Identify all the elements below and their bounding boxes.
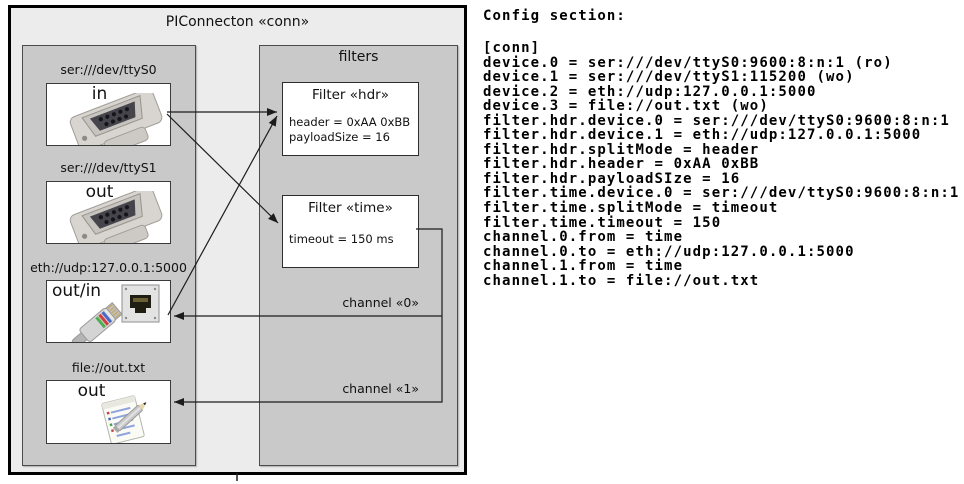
filter-time-attributes: timeout = 150 ms <box>289 232 418 247</box>
db9-serial-connector-icon <box>69 191 163 243</box>
ethernet-rj45-icon <box>71 302 123 342</box>
device-direction: in <box>91 84 108 104</box>
device-box-ttys0: in <box>46 83 171 146</box>
config-line: device.3 = file://out.txt (wo) <box>483 98 769 115</box>
config-lines: [conn]device.0 = ser:///dev/ttyS0:9600:8… <box>483 41 961 288</box>
notepad-pencil-icon <box>101 395 147 443</box>
config-line: [conn] <box>483 40 541 56</box>
filter-hdr-box: Filter «hdr» header = 0xAA 0xBB payloadS… <box>282 82 419 156</box>
filter-time-box: Filter «time» timeout = 150 ms <box>282 195 419 268</box>
device-box-file: out <box>46 380 171 444</box>
config-line: filter.hdr.header = 0xAA 0xBB <box>483 156 760 173</box>
filter-time-title: Filter «time» <box>308 200 393 216</box>
config-section: Config section: [conn]device.0 = ser:///… <box>483 9 961 288</box>
config-line: device.0 = ser:///dev/ttyS0:9600:8:n:1 (… <box>483 54 893 71</box>
diagram-title: PIConnecton «conn» <box>165 14 310 30</box>
device-url-file: file://out.txt <box>71 360 146 375</box>
piconnecton-container: PIConnecton «conn» filters ser:///dev/tt… <box>8 5 467 475</box>
config-line: device.1 = ser:///dev/ttyS1:115200 (wo) <box>483 69 855 86</box>
device-direction: out <box>77 381 106 401</box>
device-url-eth: eth://udp:127.0.0.1:5000 <box>30 260 187 275</box>
channel-0-label: channel «0» <box>342 295 419 310</box>
config-line: filter.hdr.device.1 = eth://udp:127.0.0.… <box>483 127 922 144</box>
ethernet-port-icon <box>121 284 160 323</box>
filter-attr: payloadSize = 16 <box>289 130 390 144</box>
filter-hdr-title: Filter «hdr» <box>312 87 389 103</box>
db9-serial-connector-icon <box>69 93 163 145</box>
config-line: filter.time.splitMode = timeout <box>483 200 779 217</box>
config-line: filter.time.timeout = 150 <box>483 214 722 231</box>
config-line: filter.hdr.device.0 = ser:///dev/ttyS0:9… <box>483 112 950 129</box>
device-box-eth: out/in <box>46 280 171 343</box>
device-box-ttys1: out <box>46 181 171 244</box>
config-line: channel.0.to = eth://udp:127.0.0.1:5000 <box>483 243 855 260</box>
config-line: channel.1.to = file://out.txt <box>483 272 760 289</box>
config-line: channel.0.from = time <box>483 229 684 246</box>
device-direction: out <box>85 182 114 202</box>
filters-panel-title: filters <box>338 49 379 65</box>
config-line: channel.1.from = time <box>483 258 684 275</box>
filter-attr: header = 0xAA 0xBB <box>289 115 411 129</box>
config-heading: Config section: <box>483 8 626 24</box>
config-line: device.2 = eth://udp:127.0.0.1:5000 <box>483 83 817 100</box>
device-url-ttys1: ser:///dev/ttyS1 <box>60 160 157 175</box>
config-line: filter.time.device.0 = ser:///dev/ttyS0:… <box>483 185 960 202</box>
device-direction: out/in <box>52 281 102 301</box>
filter-attr: timeout = 150 ms <box>289 232 394 246</box>
filter-hdr-attributes: header = 0xAA 0xBB payloadSize = 16 <box>289 115 418 145</box>
device-url-ttys0: ser:///dev/ttyS0 <box>60 62 157 77</box>
config-line: filter.hdr.splitMode = header <box>483 141 760 158</box>
config-line: filter.hdr.payloadSIze = 16 <box>483 170 741 187</box>
channel-1-label: channel «1» <box>342 381 419 396</box>
